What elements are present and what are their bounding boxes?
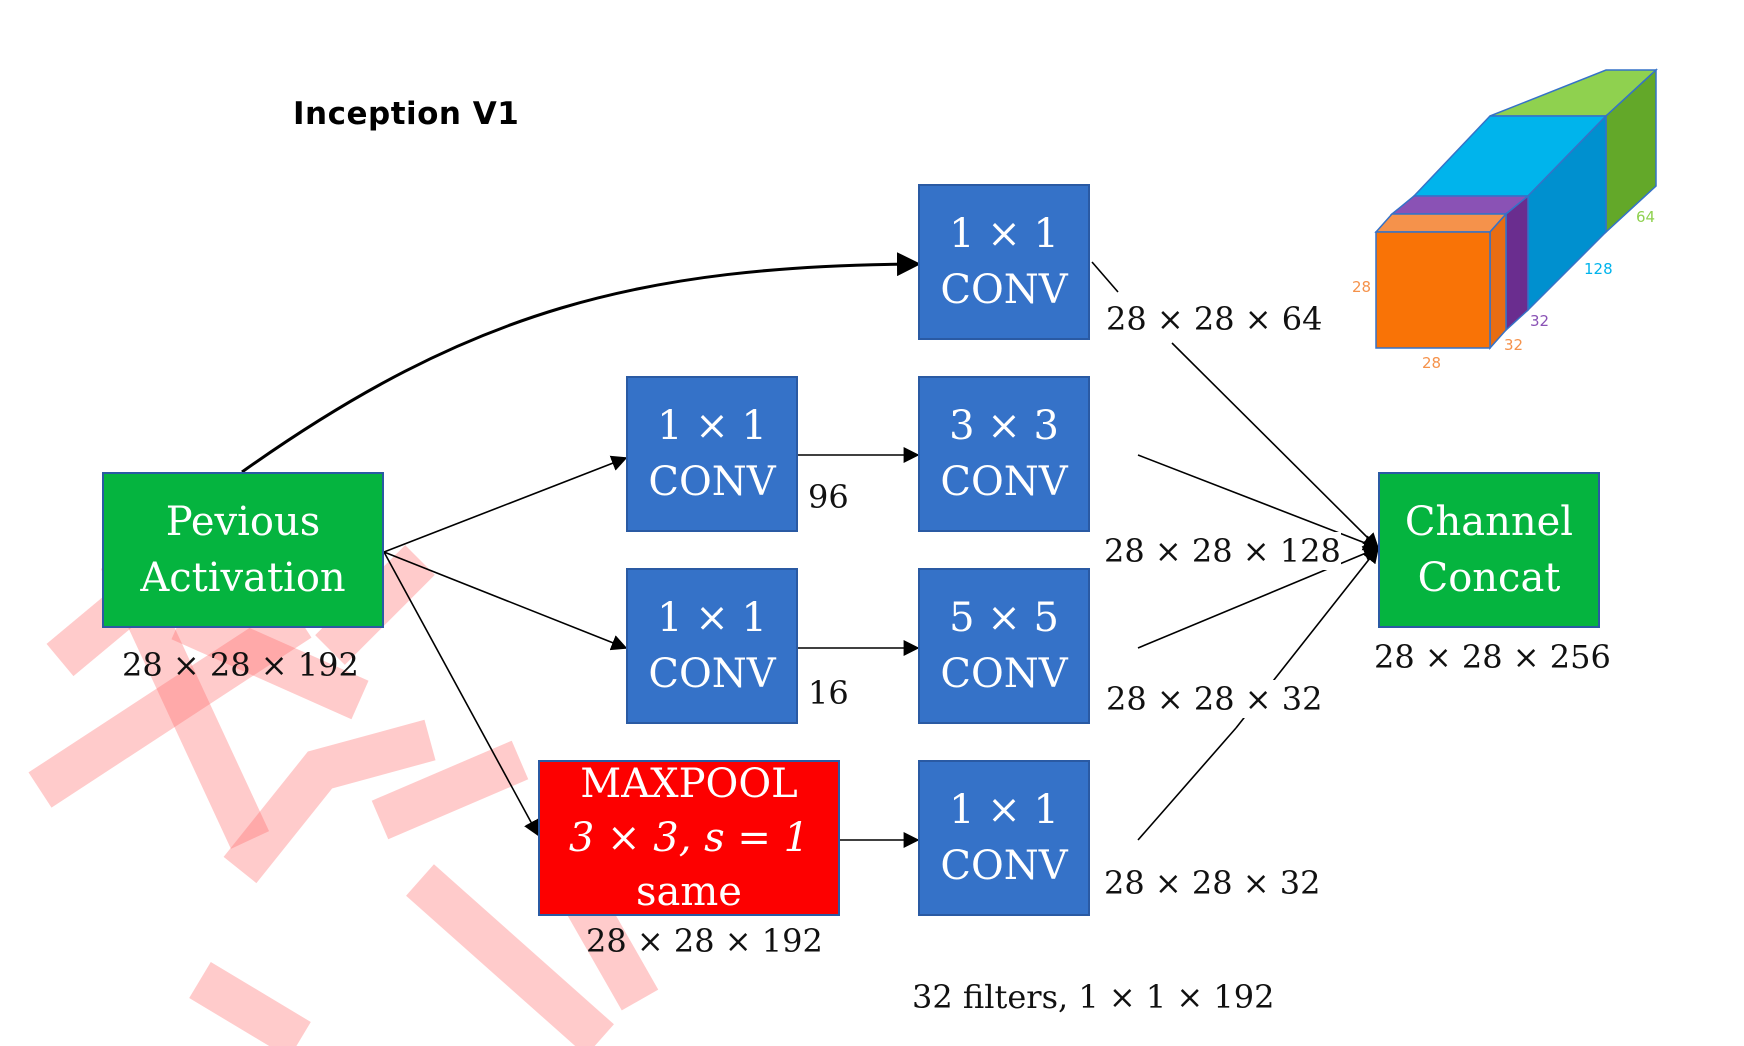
conv-1x1-mid-box: 1 × 1 CONV	[626, 376, 798, 532]
output-32a-label: 28 × 28 × 32	[1106, 680, 1323, 718]
cube-width-label: 28	[1422, 354, 1442, 372]
conv-5x5-box: 5 × 5 CONV	[918, 568, 1090, 724]
box-line: 3 × 3	[949, 403, 1059, 449]
cube-depth-64-label: 64	[1636, 208, 1656, 226]
box-line: 1 × 1	[949, 211, 1059, 257]
conv-1x1-top-box: 1 × 1 CONV	[918, 184, 1090, 340]
diagram-title: Inception V1	[293, 96, 520, 132]
arrow-to-top-conv	[241, 252, 921, 474]
box-line: CONV	[940, 843, 1068, 889]
channel-concat-box: Channel Concat	[1378, 472, 1600, 628]
box-line: Pevious	[165, 499, 321, 545]
maxpool-dimension-label: 28 × 28 × 192	[586, 922, 823, 960]
cube-height-label: 28	[1352, 278, 1372, 296]
filters-16-label: 16	[808, 674, 849, 712]
arrow-64-to-concat	[1171, 342, 1380, 550]
arrow-to-maxpool	[383, 551, 539, 837]
conv-3x3-box: 3 × 3 CONV	[918, 376, 1090, 532]
arrow-to-mid-conv	[383, 455, 628, 553]
box-line: 5 × 5	[949, 595, 1059, 641]
box-line: MAXPOOL	[580, 761, 798, 807]
box-line: CONV	[648, 651, 776, 697]
box-line: Activation	[140, 555, 346, 601]
box-line: 3 × 3, s = 1	[568, 815, 810, 861]
filters-96-label: 96	[808, 478, 849, 516]
cube-depth-32-purple-label: 32	[1530, 312, 1550, 330]
arrow-to-low-conv	[383, 551, 628, 651]
box-line: 1 × 1	[657, 403, 767, 449]
box-line: CONV	[940, 267, 1068, 313]
conv-1x1-pool-box: 1 × 1 CONV	[918, 760, 1090, 916]
box-line: CONV	[648, 459, 776, 505]
output-128-label: 28 × 28 × 128	[1104, 532, 1341, 570]
input-dimension-label: 28 × 28 × 192	[122, 646, 359, 684]
output-32b-label: 28 × 28 × 32	[1104, 864, 1321, 902]
maxpool-box: MAXPOOL 3 × 3, s = 1 same	[538, 760, 840, 916]
conv-1x1-low-box: 1 × 1 CONV	[626, 568, 798, 724]
box-line: CONV	[940, 651, 1068, 697]
box-line: same	[636, 869, 742, 915]
box-line: CONV	[940, 459, 1068, 505]
concat-dimension-label: 28 × 28 × 256	[1374, 638, 1611, 676]
box-line: Channel	[1404, 499, 1574, 545]
box-line: Concat	[1417, 555, 1561, 601]
filters-note-label: 32 filters, 1 × 1 × 192	[912, 978, 1275, 1016]
box-line: 1 × 1	[657, 595, 767, 641]
cube-depth-32-orange-label: 32	[1504, 336, 1524, 354]
previous-activation-box: Pevious Activation	[102, 472, 384, 628]
cube-depth-128-label: 128	[1584, 260, 1613, 278]
box-line: 1 × 1	[949, 787, 1059, 833]
output-64-label: 28 × 28 × 64	[1106, 300, 1323, 338]
